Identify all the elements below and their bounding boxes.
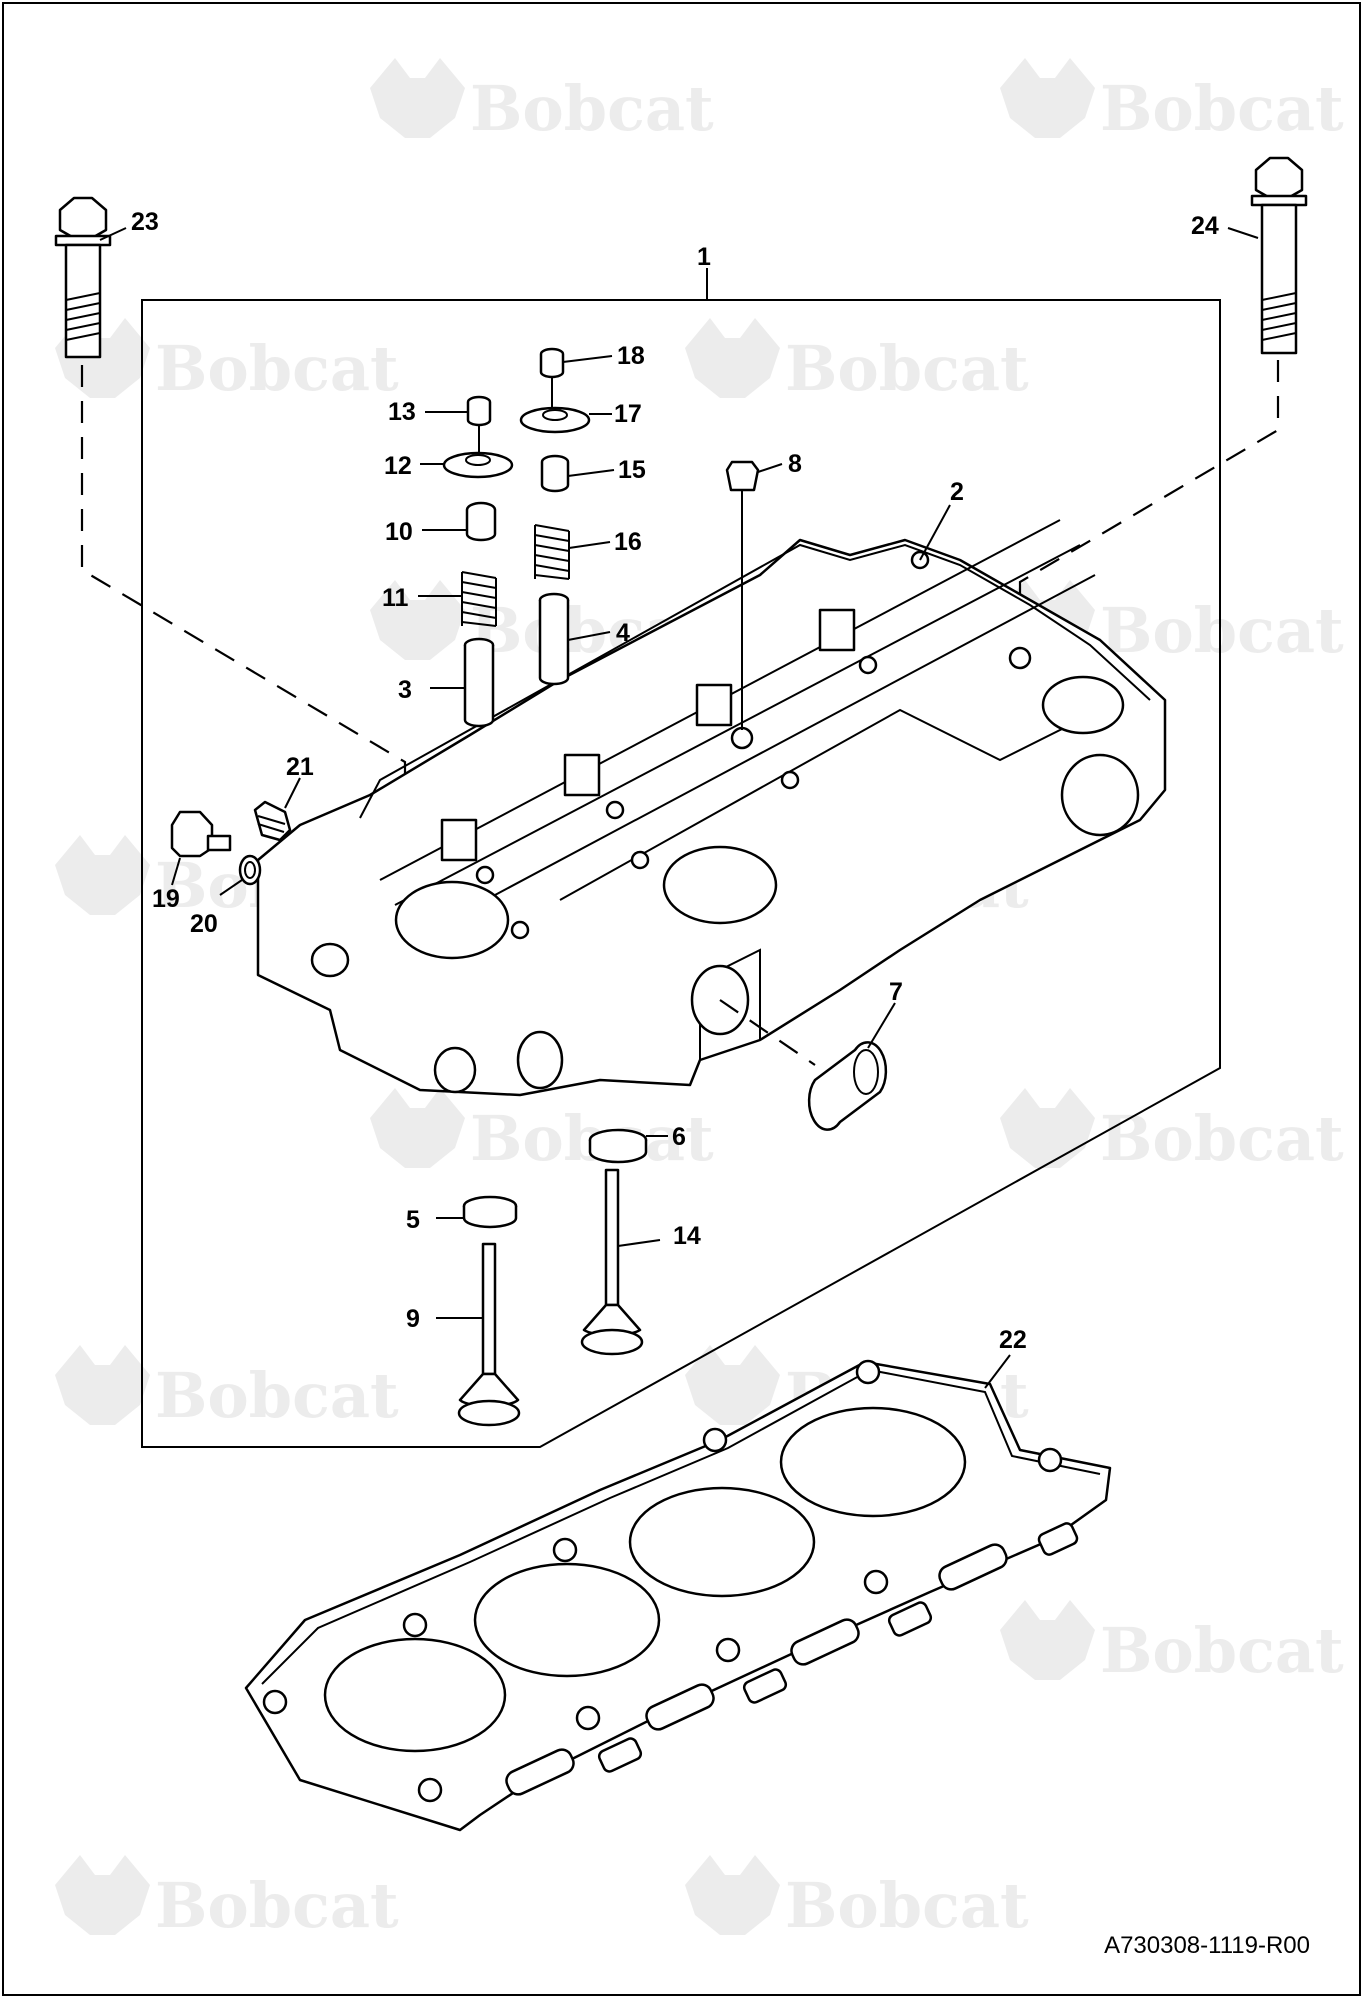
watermark-text: Bobcat — [1100, 72, 1344, 145]
watermark-text: Bobcat — [155, 332, 399, 405]
watermark-text: Bobcat — [1100, 1614, 1344, 1687]
callout-14: 14 — [673, 1222, 701, 1250]
head-gasket-22 — [244, 1359, 1112, 1832]
leader-20 — [219, 879, 243, 896]
callout-17: 17 — [614, 400, 642, 428]
bobcat-logo-icon — [685, 1855, 780, 1935]
leader-18 — [562, 355, 613, 363]
callout-1: 1 — [697, 243, 711, 271]
watermark: Bobcat — [685, 318, 1029, 405]
watermark-text: Bobcat — [785, 332, 1029, 405]
bobcat-logo-icon — [1000, 58, 1095, 138]
seal-7-path — [719, 999, 816, 1066]
valve-seat-6 — [588, 1128, 648, 1164]
head-bolt-23 — [54, 196, 112, 359]
callout-10: 10 — [385, 518, 413, 546]
callout-6: 6 — [672, 1123, 686, 1151]
plug-19 — [170, 810, 232, 858]
valve-seat-5 — [462, 1195, 518, 1229]
valve-guide-4 — [538, 592, 570, 686]
watermark-text: Bobcat — [470, 72, 714, 145]
leader-7 — [867, 1002, 896, 1049]
bobcat-logo-icon — [370, 1088, 465, 1168]
watermark: Bobcat — [1000, 1600, 1344, 1687]
stem-seal-10 — [465, 501, 497, 542]
bobcat-logo-icon — [1000, 1600, 1095, 1680]
callout-8: 8 — [788, 450, 802, 478]
watermark-text: Bobcat — [1100, 1102, 1344, 1175]
callout-24: 24 — [1191, 212, 1219, 240]
watermark: Bobcat — [370, 1088, 714, 1175]
leader-4 — [567, 631, 611, 641]
leader-24 — [1227, 227, 1259, 239]
callout-22: 22 — [999, 1326, 1027, 1354]
callout-19: 19 — [152, 885, 180, 913]
bobcat-logo-icon — [370, 580, 465, 660]
callout-13: 13 — [388, 398, 416, 426]
valve-cotter-13 — [466, 395, 492, 455]
bobcat-logo-icon — [55, 835, 150, 915]
bobcat-logo-icon — [55, 1345, 150, 1425]
leader-23 — [99, 227, 127, 241]
watermark: Bobcat — [55, 1855, 399, 1942]
callout-3: 3 — [398, 676, 412, 704]
bobcat-logo-icon — [685, 1345, 780, 1425]
callout-18: 18 — [617, 342, 645, 370]
valve-spring-16 — [534, 524, 570, 580]
stem-seal-15 — [540, 454, 570, 493]
watermark: Bobcat — [1000, 1088, 1344, 1175]
callout-4: 4 — [616, 619, 630, 647]
leader-19 — [171, 857, 181, 886]
watermark-text: Bobcat — [155, 1869, 399, 1942]
callout-12: 12 — [384, 452, 412, 480]
callout-16: 16 — [614, 528, 642, 556]
plug-21 — [253, 800, 292, 842]
leader-2 — [919, 504, 951, 561]
washer-20 — [238, 854, 262, 886]
spring-retainer-12 — [442, 451, 514, 479]
figure-reference-code: A730308-1119-R00 — [1104, 1932, 1310, 1959]
watermark: Bobcat — [1000, 58, 1344, 145]
leader-8 — [757, 463, 783, 473]
head-bolt-24 — [1250, 156, 1308, 355]
cylinder-head — [256, 519, 1167, 1097]
watermark: Bobcat — [685, 1855, 1029, 1942]
callout-11: 11 — [382, 584, 409, 612]
valve-spring-11 — [461, 571, 497, 627]
callout-9: 9 — [406, 1305, 420, 1333]
spring-retainer-17 — [519, 406, 591, 434]
valve-9 — [457, 1242, 521, 1427]
watermark-text: Bobcat — [1100, 594, 1344, 667]
fitting-8 — [725, 460, 760, 730]
watermark-text: Bobcat — [155, 1359, 399, 1432]
callout-5: 5 — [406, 1206, 420, 1234]
callout-15: 15 — [618, 456, 646, 484]
callout-20: 20 — [190, 910, 218, 938]
leader-15 — [567, 469, 615, 477]
leader-14 — [617, 1239, 661, 1247]
bobcat-logo-icon — [1000, 1088, 1095, 1168]
bobcat-logo-icon — [55, 1855, 150, 1935]
watermark: Bobcat — [55, 1345, 399, 1432]
bobcat-logo-icon — [685, 318, 780, 398]
bobcat-logo-icon — [370, 58, 465, 138]
leader-22 — [984, 1354, 1011, 1389]
callout-2: 2 — [950, 478, 964, 506]
valve-14 — [580, 1168, 644, 1356]
watermark-text: Bobcat — [785, 1869, 1029, 1942]
valve-guide-3 — [463, 637, 495, 728]
assembly-boundary — [141, 299, 1221, 1448]
leader-21 — [284, 777, 301, 809]
callout-21: 21 — [286, 753, 314, 781]
leader-16 — [568, 541, 611, 549]
watermark: Bobcat — [55, 318, 399, 405]
callout-23: 23 — [131, 208, 159, 236]
bolt-23-path — [80, 365, 407, 840]
callout-7: 7 — [889, 978, 903, 1006]
watermark: Bobcat — [370, 58, 714, 145]
valve-cotter-18 — [539, 347, 565, 408]
seal-ring-7 — [807, 1041, 888, 1131]
